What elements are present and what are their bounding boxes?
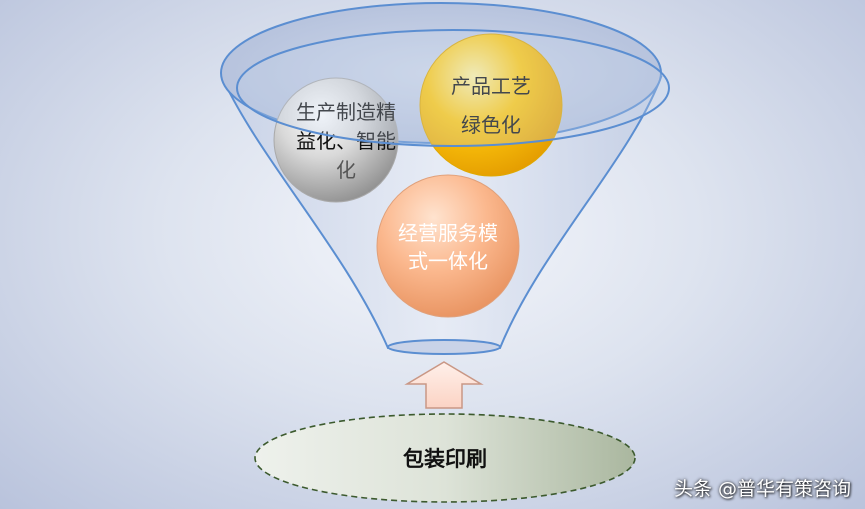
ball-gold-line-2: 绿色化: [461, 113, 521, 137]
funnel-neck: [387, 339, 501, 355]
funnel-rim-inner: [236, 29, 670, 147]
ball-gray-line-1: 生产制造精: [296, 100, 396, 124]
ball-gold-line-1: 产品工艺: [451, 74, 531, 98]
ball-green-process: 产品工艺 绿色化: [419, 33, 563, 177]
base-label: 包装印刷: [403, 447, 487, 471]
watermark: 头条 @普华有策咨询: [673, 478, 851, 500]
base-ellipse: [254, 413, 636, 503]
ball-integrated-service: 经营服务模 式一体化: [376, 174, 520, 318]
ball-peach-line-2: 式一体化: [408, 249, 488, 273]
ball-peach-line-1: 经营服务模: [398, 221, 498, 245]
up-arrow-icon: [404, 361, 484, 409]
ball-gray-line-3: 化: [336, 158, 356, 182]
